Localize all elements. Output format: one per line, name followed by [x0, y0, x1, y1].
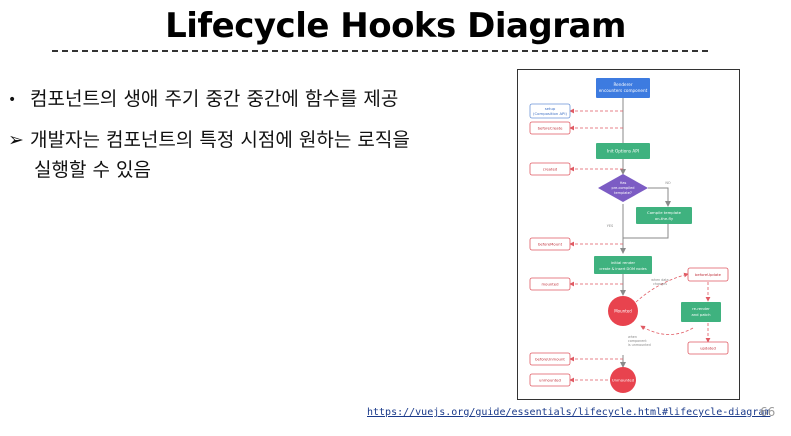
updated-hook	[687, 341, 729, 355]
before-update-label: beforeUpdate	[695, 272, 722, 277]
updated-label: updated	[700, 346, 716, 351]
rerender-node	[681, 302, 721, 322]
rerender-label: and patch	[691, 312, 711, 317]
bullet-text: 컴포넌트의 생애 주기 중간 중간에 함수를 제공	[30, 88, 399, 110]
update-loop-line	[640, 325, 694, 335]
template-decision-node	[598, 174, 648, 202]
before-update-hook	[687, 267, 729, 282]
created-label: created	[543, 167, 558, 172]
initial-render-label: initial render	[611, 260, 636, 265]
data-changes-label: when data	[651, 278, 668, 282]
yes-edge-label: YES	[607, 224, 614, 228]
initial-render-label: create & insert DOM nodes	[599, 267, 646, 271]
init-options-label: Init Options API	[607, 149, 639, 154]
flow-line	[648, 187, 671, 207]
init-options-node	[596, 143, 650, 159]
mounted-hook	[529, 277, 571, 291]
no-edge-label: NO	[665, 181, 671, 185]
source-link[interactable]: https://vuejs.org/guide/essentials/lifec…	[367, 407, 771, 418]
unmounted-label: unmounted	[539, 378, 561, 383]
decision-label: Has	[620, 181, 627, 185]
renderer-label: Renderer	[613, 82, 632, 87]
before-create-label: beforeCreate	[538, 126, 563, 131]
unmounted-state-label: Unmounted	[612, 378, 635, 383]
bullet-arrow-icon: ➢	[8, 129, 24, 151]
data-changes-label: changes	[653, 282, 667, 286]
decision-label: template?	[614, 191, 632, 195]
mounted-state-node	[608, 296, 638, 326]
initial-render-node	[594, 256, 652, 274]
created-hook	[529, 162, 571, 176]
compile-template-node	[636, 207, 692, 224]
mounted-state-label: Mounted	[614, 309, 632, 314]
before-unmount-label: beforeUnmount	[535, 357, 565, 362]
slide-title: Lifecycle Hooks Diagram	[165, 6, 626, 46]
flow-line	[623, 224, 669, 239]
bullet-text-continued: 실행할 수 있음	[34, 159, 151, 181]
bullet-text: 개발자는 컴포넌트의 특정 시점에 원하는 로직을	[30, 129, 410, 151]
before-create-hook	[529, 121, 571, 135]
unmounted-state-node	[610, 367, 636, 393]
setup-hook	[529, 103, 571, 119]
renderer-label: encounters component	[599, 88, 648, 93]
renderer-node	[596, 78, 650, 98]
decision-label: pre-compiled	[611, 186, 634, 190]
bullet-dot-icon: •	[8, 91, 17, 108]
lifecycle-diagram: Renderer encounters component setup (Com…	[517, 69, 740, 400]
before-mount-label: beforeMount	[538, 242, 563, 247]
unmount-edge-label: when	[628, 335, 637, 339]
page-number: 66	[760, 405, 776, 419]
bullet-item: ➢ 개발자는 컴포넌트의 특정 시점에 원하는 로직을 실행할 수 있음	[8, 125, 488, 185]
title-divider	[52, 50, 708, 52]
bullet-item: • 컴포넌트의 생애 주기 중간 중간에 함수를 제공	[8, 84, 398, 115]
mounted-label: mounted	[541, 282, 559, 287]
compile-label: Compile template	[647, 210, 682, 215]
setup-label: (Composition API)	[533, 111, 567, 116]
before-unmount-hook	[529, 352, 571, 366]
before-mount-hook	[529, 237, 571, 251]
rerender-label: re-render	[692, 306, 710, 311]
unmount-edge-label: component	[628, 339, 647, 343]
compile-label: on-the-fly	[655, 216, 674, 221]
setup-label: setup	[545, 106, 556, 111]
unmounted-hook	[529, 373, 571, 387]
unmount-edge-label: is unmounted	[628, 343, 651, 347]
